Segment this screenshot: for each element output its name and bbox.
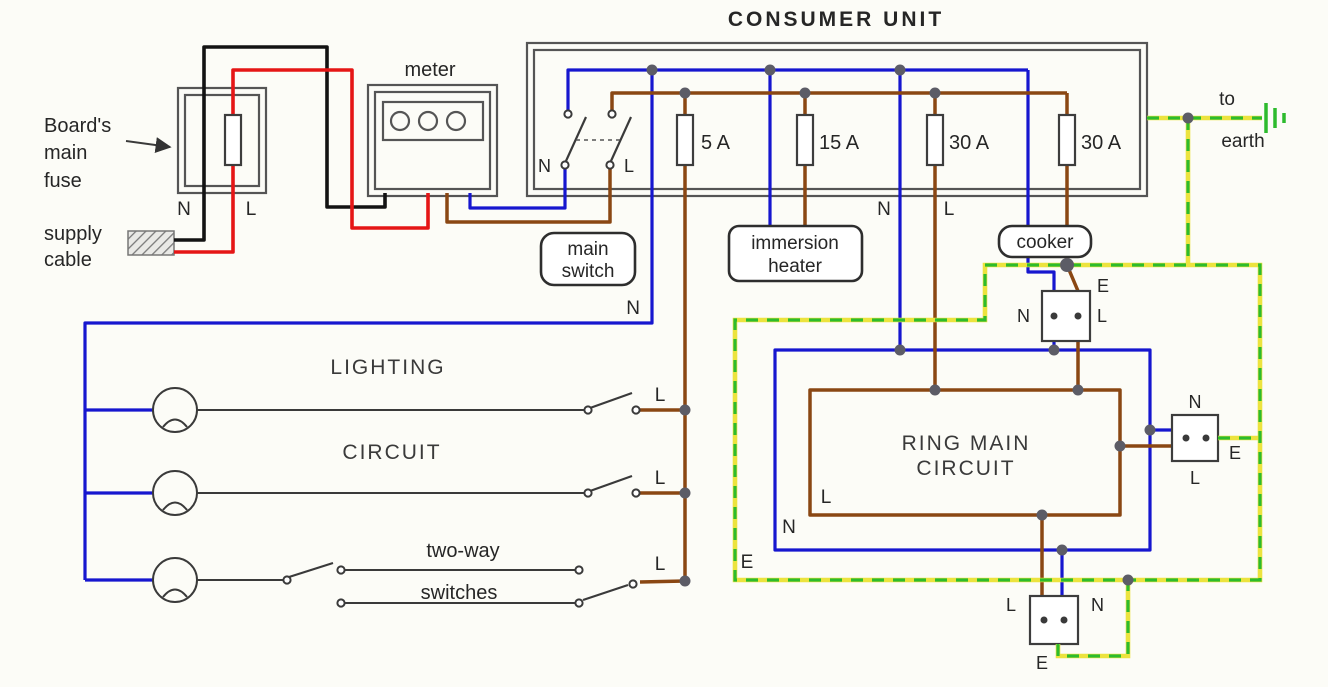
- ring-feed-live-label: L: [944, 199, 955, 220]
- fuse-5a-cartridge: [675, 113, 695, 167]
- board-neutral-label: N: [177, 199, 191, 220]
- immersion-heater-tag-box: [727, 224, 864, 283]
- supply-live-wire: [174, 68, 430, 254]
- board-fuse-pointer-arrow: [125, 137, 172, 153]
- socket-top-earth-label: E: [1097, 276, 1109, 296]
- lighting-neutral-wire: [83, 70, 654, 580]
- socket-bottom-neutral-label: N: [1091, 595, 1104, 615]
- main-switch-symbol: [560, 109, 633, 170]
- neutral-busbar: [566, 68, 1028, 114]
- board-fuse-cartridge: [223, 113, 243, 167]
- board-live-label: L: [246, 199, 257, 220]
- cooker-neutral-wire: [1026, 70, 1056, 291]
- meter-label: meter: [404, 59, 455, 81]
- meter-to-switch-live: [445, 162, 612, 224]
- to-earth-label-line2: earth: [1221, 131, 1264, 152]
- immersion-tag-line1: immersion: [751, 233, 839, 254]
- ring-main-title-line1: RING MAIN: [902, 432, 1031, 455]
- light-switch-symbol: [583, 474, 641, 498]
- two-way-switch-symbol: [282, 561, 346, 608]
- text-labels: CONSUMER UNIT meter Board's main fuse su…: [44, 8, 1265, 673]
- socket-outlet-top: [1040, 289, 1092, 343]
- switch-live-label-3: L: [655, 554, 666, 575]
- meter-dial-icon: [445, 110, 467, 132]
- lamp-icon: [152, 387, 198, 433]
- lighting-title-line1: LIGHTING: [330, 356, 445, 379]
- board-fuse-label-line1: Board's: [44, 115, 111, 137]
- to-earth-label-line1: to: [1219, 89, 1235, 110]
- lamp-icon: [152, 470, 198, 516]
- earth-ground-icon: [1264, 103, 1286, 133]
- fuse-15a-cartridge: [795, 113, 815, 167]
- supply-cable-label-line1: supply: [44, 223, 102, 245]
- board-fuse-label-line2: main: [44, 142, 87, 164]
- main-switch-neutral-label: N: [538, 156, 551, 176]
- fuse-30a-cooker-cartridge: [1057, 113, 1077, 167]
- fuse-rating-30a-cooker: 30 A: [1081, 132, 1122, 154]
- fuse-30a-ring-cartridge: [925, 113, 945, 167]
- immersion-tag-line2: heater: [768, 256, 823, 277]
- main-switch-tag-box: [539, 231, 637, 287]
- earth-wiring: [732, 103, 1286, 659]
- fuse-rating-5a: 5 A: [701, 132, 731, 154]
- board-fuse-label-line3: fuse: [44, 170, 82, 192]
- switch-live-stub: [639, 579, 686, 584]
- ring-neutral-loop: [773, 348, 1152, 552]
- supply-cable-label-line2: cable: [44, 249, 92, 271]
- socket-bottom-live-label: L: [1006, 595, 1016, 615]
- ring-live-label: L: [821, 487, 832, 508]
- meter-dial-icon: [417, 110, 439, 132]
- ring-feed-neutral-label: N: [877, 199, 891, 220]
- fuse-rating-30a-ring: 30 A: [949, 132, 990, 154]
- socket-outlet-bottom: [1028, 594, 1080, 646]
- cooker-tag: cooker: [1016, 232, 1074, 253]
- supply-cable-symbol: [127, 230, 175, 256]
- light-switch-symbol: [583, 391, 641, 415]
- consumer-unit-title: CONSUMER UNIT: [728, 8, 944, 31]
- lamp-icon: [152, 557, 198, 603]
- socket-outlet-right: [1170, 413, 1220, 463]
- cooker-tag-box: [997, 224, 1093, 259]
- lighting-circuit-components: [152, 387, 641, 608]
- main-switch-tag-line2: switch: [562, 261, 615, 282]
- junction-dots: [646, 64, 1194, 587]
- socket-right-live-label: L: [1190, 468, 1200, 488]
- socket-top-live-label: L: [1097, 306, 1107, 326]
- electricity-meter: [366, 83, 499, 198]
- two-way-label-line1: two-way: [426, 540, 499, 562]
- main-switch-live-label: L: [624, 156, 634, 176]
- main-switch-tag-line1: main: [567, 239, 608, 260]
- live-wiring: [445, 91, 1172, 596]
- lighting-title-line2: CIRCUIT: [342, 441, 441, 464]
- neutral-wiring: [83, 68, 1172, 596]
- meter-to-switch-neutral: [468, 162, 567, 210]
- socket-bottom-earth-label: E: [1036, 653, 1048, 673]
- switch-live-label-2: L: [655, 468, 666, 489]
- supply-neutral-wire: [174, 45, 387, 242]
- socket-top-neutral-label: N: [1017, 306, 1030, 326]
- ring-earth-label: E: [741, 552, 754, 573]
- two-way-switch-symbol: [574, 565, 638, 608]
- live-busbar: [610, 91, 1067, 114]
- lighting-neutral-label: N: [626, 298, 640, 319]
- meter-dial-icon: [389, 110, 411, 132]
- consumer-unit-enclosure: [525, 41, 1149, 198]
- socket-right-earth-label: E: [1229, 443, 1241, 463]
- fuse-rating-15a: 15 A: [819, 132, 860, 154]
- switch-live-label-1: L: [655, 385, 666, 406]
- ring-main-title-line2: CIRCUIT: [916, 457, 1015, 480]
- board-main-fuse-box: [176, 86, 268, 195]
- ring-live-loop: [808, 388, 1122, 517]
- socket-right-neutral-label: N: [1189, 392, 1202, 412]
- two-way-label-line2: switches: [421, 582, 498, 604]
- fuse-cartridges: [675, 113, 1077, 167]
- ring-neutral-label: N: [782, 517, 796, 538]
